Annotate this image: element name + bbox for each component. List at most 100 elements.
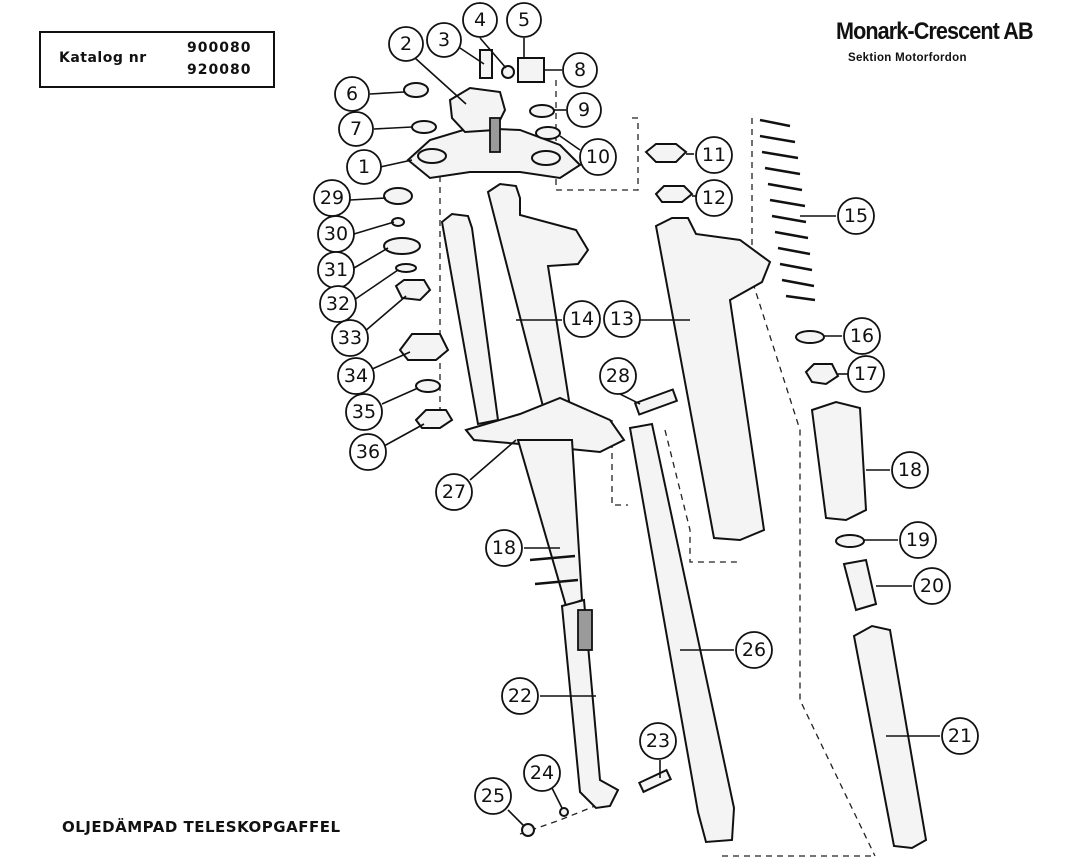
svg-text:10: 10 (586, 146, 610, 168)
svg-text:27: 27 (442, 481, 466, 503)
catalog-number-2: 920080 (187, 62, 252, 78)
tube-20 (842, 558, 878, 612)
svg-text:8: 8 (574, 59, 586, 81)
catalog-box: Katalog nr 900080 920080 (39, 31, 275, 88)
nut-6 (403, 82, 429, 98)
leader-29 (349, 197, 387, 201)
leader-34 (369, 351, 411, 371)
callout-36: 36 (349, 433, 387, 471)
svg-text:4: 4 (474, 9, 486, 31)
leader-27 (469, 439, 517, 481)
cup-33 (394, 279, 432, 302)
svg-text:35: 35 (352, 401, 376, 423)
leader-25 (507, 809, 525, 827)
callout-33: 33 (331, 319, 369, 357)
callout-32: 32 (319, 285, 357, 323)
callout-20: 20 (913, 567, 951, 605)
washer-4 (501, 65, 515, 79)
callout-18-left: 18 (485, 529, 523, 567)
svg-text:13: 13 (610, 308, 634, 330)
cup-34 (398, 333, 450, 361)
callout-1: 1 (346, 149, 382, 185)
svg-text:17: 17 (854, 363, 878, 385)
leader-35 (381, 387, 419, 405)
bearing-stack (383, 187, 454, 429)
svg-text:30: 30 (324, 223, 348, 245)
cone-31 (383, 237, 421, 255)
callout-5: 5 (506, 2, 542, 38)
cap-11 (644, 143, 688, 163)
leader-1 (379, 159, 413, 168)
callout-23: 23 (639, 722, 677, 760)
svg-text:18: 18 (492, 537, 516, 559)
leader-3 (459, 47, 485, 65)
svg-text:12: 12 (702, 187, 726, 209)
callout-11: 11 (695, 136, 733, 174)
svg-text:9: 9 (578, 99, 590, 121)
callout-16: 16 (843, 317, 881, 355)
leader-32 (353, 269, 399, 301)
svg-text:16: 16 (850, 325, 874, 347)
callout-9: 9 (566, 92, 602, 128)
svg-text:18: 18 (898, 459, 922, 481)
leader-31 (353, 247, 389, 269)
slider-21 (852, 624, 928, 850)
svg-text:24: 24 (530, 762, 554, 784)
damper-rod (628, 422, 736, 844)
brand-name: Monark-Crescent AB (836, 18, 1034, 45)
callout-3: 3 (426, 22, 462, 58)
leader-6 (369, 91, 405, 95)
svg-text:26: 26 (742, 639, 766, 661)
callout-15: 15 (837, 197, 875, 235)
bolt-3 (479, 49, 493, 79)
svg-text:2: 2 (400, 33, 412, 55)
leader-10 (559, 135, 581, 151)
callout-2: 2 (388, 26, 424, 62)
callout-24: 24 (523, 754, 561, 792)
svg-text:19: 19 (906, 529, 930, 551)
bottom-yoke-27 (464, 396, 626, 454)
callout-6: 6 (334, 76, 370, 112)
left-fork (440, 182, 679, 837)
bolt-23 (637, 768, 673, 794)
svg-text:15: 15 (844, 205, 868, 227)
washer-24 (559, 807, 569, 817)
callout-34: 34 (337, 357, 375, 395)
callout-4: 4 (462, 2, 498, 38)
ring-19 (835, 534, 865, 548)
callout-13: 13 (603, 300, 641, 338)
nut-29 (383, 187, 413, 205)
yoke-hole-right (531, 150, 561, 166)
svg-text:14: 14 (570, 308, 594, 330)
svg-text:33: 33 (338, 327, 362, 349)
svg-text:32: 32 (326, 293, 350, 315)
callout-22: 22 (501, 677, 539, 715)
svg-text:7: 7 (350, 118, 362, 140)
svg-text:29: 29 (320, 187, 344, 209)
callout-30: 30 (317, 215, 355, 253)
callout-17: 17 (847, 355, 885, 393)
svg-text:36: 36 (356, 441, 380, 463)
svg-text:20: 20 (920, 575, 944, 597)
svg-text:22: 22 (508, 685, 532, 707)
brand-subtitle: Sektion Motorfordon (848, 52, 967, 64)
guide-right (751, 118, 876, 857)
yoke-hole-left (417, 148, 447, 164)
callout-35: 35 (345, 393, 383, 431)
leader-2 (414, 57, 467, 105)
svg-text:23: 23 (646, 730, 670, 752)
callout-25: 25 (474, 777, 512, 815)
callout-18-right: 18 (891, 451, 929, 489)
leader-30 (353, 221, 395, 235)
top-yoke (406, 126, 582, 180)
guide-crown (555, 80, 639, 191)
slider-window (577, 609, 593, 651)
stem-bolt (489, 117, 501, 153)
nut-8 (517, 57, 545, 83)
guide-tube (664, 429, 738, 563)
callout-28: 28 (599, 357, 637, 395)
svg-text:31: 31 (324, 259, 348, 281)
callout-14: 14 (563, 300, 601, 338)
rod-26 (628, 422, 736, 844)
nut-25 (521, 823, 535, 837)
